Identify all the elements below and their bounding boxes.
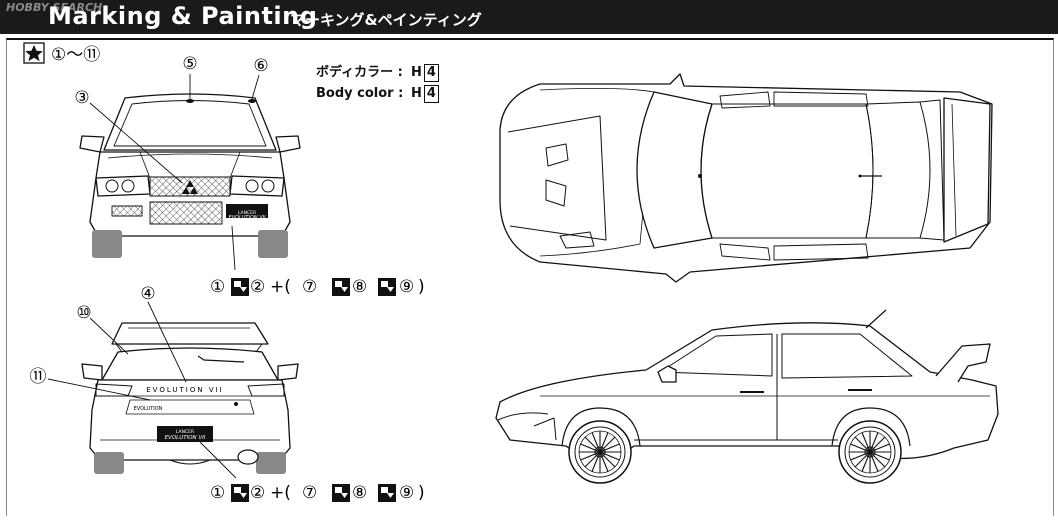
seq-front-8: ⑧ — [352, 277, 367, 297]
seq-front-9: ⑨ — [399, 277, 414, 297]
decal-icon — [332, 484, 350, 502]
callout-4: ④ — [140, 284, 155, 304]
diagram-frame — [6, 38, 1054, 516]
rear-plate — [157, 426, 213, 442]
paint-code-number-2: 4 — [423, 84, 439, 103]
side-view — [495, 309, 999, 460]
front-callouts — [89, 74, 260, 271]
front-plate — [226, 204, 268, 218]
decal-icon — [378, 278, 396, 296]
trunk-badge: EVOLUTION VII — [146, 386, 224, 394]
seq-rear-9: ⑨ — [399, 483, 414, 503]
page-title: Marking & Painting — [48, 2, 318, 30]
header-bar: HOBBY SEARCH Marking & Painting マーキング&ペイ… — [0, 0, 1058, 34]
decal-icon — [231, 484, 249, 502]
paint-code-number: 4 — [423, 63, 439, 82]
rear-small-badge: EVOLUTION — [134, 406, 163, 412]
body-color-ja-row: ボディカラー : H 4 — [316, 62, 439, 83]
body-color-info: ボディカラー : H 4 Body color : H 4 — [316, 62, 439, 104]
paint-code-letter: H — [411, 65, 422, 80]
front-plate-line1: LANCER — [238, 210, 256, 216]
front-wheel — [568, 420, 632, 484]
seq-rear-2: ② — [250, 483, 265, 503]
body-color-en-row: Body color : H 4 — [316, 83, 439, 104]
rear-wheel — [838, 420, 902, 484]
seq-rear-8: ⑧ — [352, 483, 367, 503]
seq-rear-7: ⑦ — [302, 483, 317, 503]
callout-5: ⑤ — [182, 54, 197, 74]
seq-front-2: ② — [250, 277, 265, 297]
callout-3: ③ — [74, 88, 89, 108]
decal-icon — [378, 484, 396, 502]
legend: ①〜⑪ — [23, 42, 100, 65]
seq-front-1: ① — [210, 277, 225, 297]
decal-icon — [231, 278, 249, 296]
callout-6: ⑥ — [253, 56, 268, 76]
seq-rear-close: ) — [418, 483, 425, 503]
top-view — [499, 73, 993, 283]
body-color-en-label: Body color : — [316, 86, 404, 101]
seq-rear-1: ① — [210, 483, 225, 503]
page-subtitle: マーキング&ペインティング — [290, 11, 482, 29]
front-view — [79, 93, 301, 258]
decal-sequence-rear: ① ② +( ⑦ ⑧ ⑨ ) — [210, 483, 425, 503]
callout-11: ⑪ — [30, 367, 47, 387]
seq-rear-plus: +( — [270, 483, 291, 503]
watermark: HOBBY SEARCH — [6, 1, 103, 14]
seq-front-7: ⑦ — [302, 277, 317, 297]
rear-callouts — [47, 301, 237, 479]
paint-code-letter-2: H — [411, 86, 422, 101]
legend-range: ①〜⑪ — [51, 45, 100, 65]
seq-front-close: ) — [418, 277, 425, 297]
rear-plate-line2: EVOLUTION VII — [165, 435, 206, 441]
rear-plate-line1: LANCER — [176, 429, 194, 435]
rear-view — [81, 322, 299, 474]
seq-front-plus: +( — [270, 277, 291, 297]
front-plate-line2: EVOLUTION VII — [228, 215, 266, 221]
decal-sequence-front: ① ② +( ⑦ ⑧ ⑨ ) — [210, 277, 425, 297]
star-icon — [25, 45, 43, 62]
decal-icon — [332, 278, 350, 296]
callout-10: ⑩ — [76, 303, 91, 323]
body-color-ja-label: ボディカラー : — [316, 65, 403, 80]
